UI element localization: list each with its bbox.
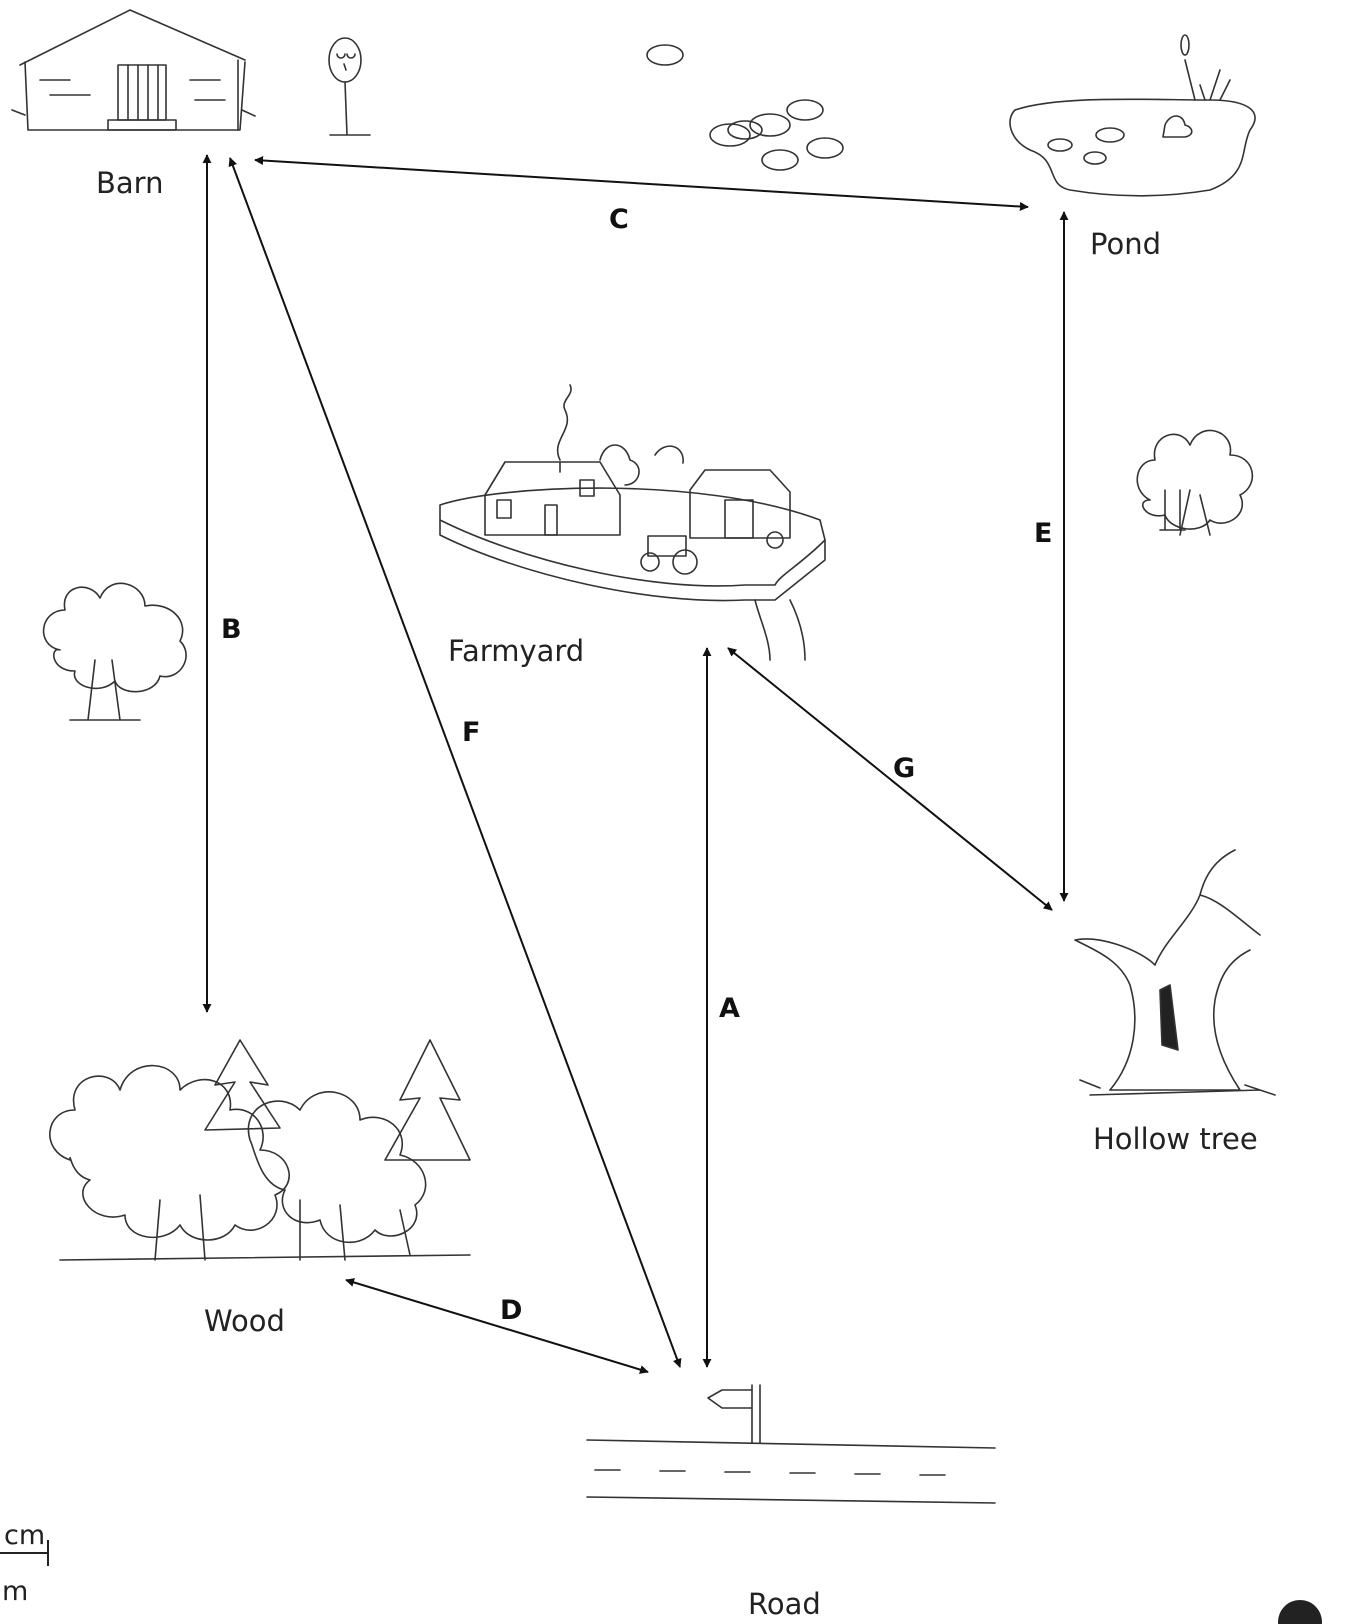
route-label-a: A [719, 993, 740, 1024]
route-d-line [346, 1280, 648, 1372]
place-label-barn: Barn [96, 166, 163, 200]
wood-icon [50, 1040, 470, 1260]
scale-bar: cm m [0, 1520, 48, 1607]
route-label-e: E [1034, 518, 1052, 549]
tree-with-swing-icon [1137, 431, 1252, 535]
route-label-f: F [462, 717, 480, 748]
place-label-road: Road [748, 1587, 821, 1621]
farmyard-icon [440, 385, 825, 660]
tree-icon [44, 583, 187, 720]
route-label-b: B [221, 614, 242, 645]
place-label-pond: Pond [1090, 227, 1161, 261]
hollow-tree-icon [1075, 850, 1275, 1095]
route-label-d: D [500, 1295, 522, 1326]
scale-bottom-unit: m [2, 1576, 28, 1607]
corner-stamp-icon [1278, 1600, 1322, 1624]
route-label-g: G [893, 753, 915, 784]
route-f-line [230, 158, 680, 1367]
barn-icon [12, 10, 370, 135]
route-g-line [728, 648, 1052, 910]
place-label-farmyard: Farmyard [448, 634, 584, 668]
road-icon [587, 1385, 995, 1503]
place-label-hollow-tree: Hollow tree [1093, 1122, 1258, 1156]
route-label-c: C [609, 204, 629, 235]
scale-top-unit: cm [4, 1520, 45, 1551]
route-lines [207, 155, 1064, 1372]
pond-icon [1010, 35, 1255, 196]
place-label-wood: Wood [204, 1304, 285, 1338]
sheep-icon [647, 45, 843, 170]
route-c-line [255, 160, 1028, 207]
